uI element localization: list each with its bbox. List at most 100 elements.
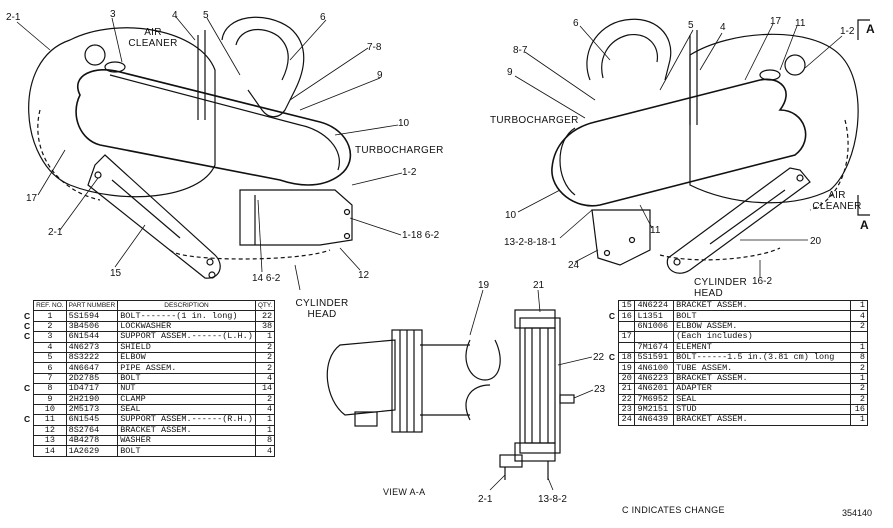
col-part-number: PART NUMBER xyxy=(65,299,119,312)
adapter-body xyxy=(519,317,561,454)
qty-cell: 22 xyxy=(254,310,276,322)
description-cell: (Each includes) xyxy=(673,331,852,343)
change-mark xyxy=(608,415,618,425)
callout-6: 6 xyxy=(320,12,326,23)
callout-15: 15 xyxy=(110,268,122,279)
qty-cell: 4 xyxy=(254,445,276,457)
col-description: DESCRIPTION xyxy=(117,299,256,312)
callout-14-6-2: 14 6-2 xyxy=(252,273,281,284)
change-mark xyxy=(24,394,34,404)
ref-no-cell: 6 xyxy=(33,362,67,374)
ref-no-cell: 7 xyxy=(33,372,67,385)
part-number-cell: 8S2764 xyxy=(65,424,119,437)
part-number-cell: 5S1594 xyxy=(65,310,119,322)
clamp-block xyxy=(354,411,378,427)
left-bracket-plate xyxy=(239,189,353,246)
bolt-head-lower xyxy=(499,454,523,468)
change-mark: C xyxy=(24,331,31,342)
ref-no-cell: 20 xyxy=(617,372,636,385)
part-number-cell: 5S1591 xyxy=(634,351,675,364)
change-mark xyxy=(608,394,618,404)
description-cell: BRACKET ASSEM. xyxy=(673,414,852,426)
part-number-cell: 7M1674 xyxy=(634,341,675,353)
ref-no-cell: 21 xyxy=(617,383,636,395)
callout-9: 9 xyxy=(377,70,383,81)
qty-cell: 1 xyxy=(850,414,868,426)
qty-cell: 4 xyxy=(850,310,868,322)
part-number-cell: 9M2151 xyxy=(634,403,675,416)
change-mark: C xyxy=(24,320,31,331)
callout-20: 20 xyxy=(810,236,822,247)
qty-cell: 2 xyxy=(850,320,868,333)
callout-4: 4 xyxy=(172,10,178,21)
drawing-number: 354140 xyxy=(842,508,873,518)
change-mark: C xyxy=(24,383,31,394)
left-elbow-pipe-inner xyxy=(235,28,289,81)
ref-no-cell: 23 xyxy=(617,403,636,416)
callout-10: 10 xyxy=(398,118,410,129)
change-mark xyxy=(24,342,34,352)
col-ref-no: REF. NO. xyxy=(33,299,67,312)
ref-no-cell: 17 xyxy=(617,331,636,343)
change-mark xyxy=(24,404,34,414)
callout-6-right: 6 xyxy=(573,18,579,29)
change-mark xyxy=(24,363,34,373)
part-number-cell: L1351 xyxy=(634,310,675,322)
description-cell: NUT xyxy=(117,383,256,395)
change-mark xyxy=(608,384,618,394)
right-cylinder-head-outline xyxy=(659,119,849,261)
right-air-cleaner-outlet xyxy=(784,54,806,76)
ref-no-cell: 24 xyxy=(617,414,636,426)
description-cell: ELBOW ASSEM. xyxy=(673,320,852,333)
air-cleaner-label-left: AIR CLEANER xyxy=(128,27,178,49)
callout-12: 12 xyxy=(358,270,370,281)
qty-cell: 1 xyxy=(850,341,868,353)
callout-4-right: 4 xyxy=(720,22,726,33)
part-number-cell: 1D4717 xyxy=(65,383,119,395)
right-elbow-pipe-inner xyxy=(601,34,659,79)
change-mark xyxy=(608,404,618,414)
part-number-cell: 7M6952 xyxy=(634,393,675,405)
qty-cell: 2 xyxy=(850,383,868,395)
callout-5-right: 5 xyxy=(688,20,694,31)
change-mark xyxy=(24,446,34,456)
callout-24: 24 xyxy=(568,260,580,271)
stud xyxy=(559,394,575,404)
description-cell: SUPPORT ASSEM.------(L.H.) xyxy=(117,331,256,343)
description-cell: CLAMP xyxy=(117,393,256,405)
description-cell: BOLT xyxy=(117,372,256,385)
qty-cell: 8 xyxy=(850,351,868,364)
description-cell: STUD xyxy=(673,403,852,416)
description-cell: TUBE ASSEM. xyxy=(673,362,852,374)
qty-cell xyxy=(850,331,868,343)
description-cell: SEAL xyxy=(117,403,256,416)
section-a-bottom-label: A xyxy=(860,218,869,232)
part-number-cell: 6N1006 xyxy=(634,320,675,333)
qty-cell: 2 xyxy=(850,393,868,405)
qty-cell: 1 xyxy=(254,424,276,437)
right-bracket-plate xyxy=(591,209,651,266)
callout-3: 3 xyxy=(110,9,116,20)
change-mark xyxy=(608,373,618,383)
description-cell: WASHER xyxy=(117,435,256,447)
part-number-cell xyxy=(634,331,675,343)
callout-9-right: 9 xyxy=(507,67,513,78)
part-number-cell: 2M5173 xyxy=(65,403,119,416)
change-mark xyxy=(24,373,34,383)
part-number-cell: 3B4506 xyxy=(65,320,119,333)
table-row: 17 (Each includes) xyxy=(608,331,868,343)
qty-cell: 4 xyxy=(254,403,276,416)
qty-cell: 1 xyxy=(254,414,276,426)
change-mark xyxy=(608,321,618,331)
